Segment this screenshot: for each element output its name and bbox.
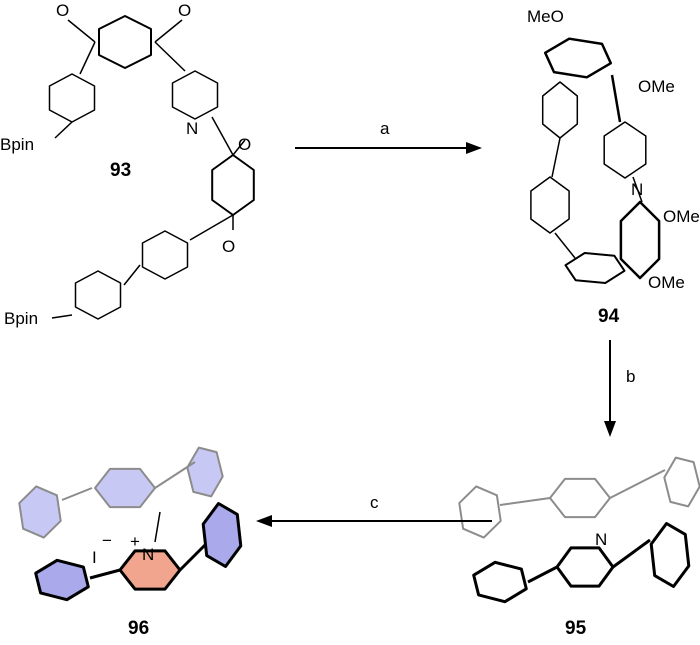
benzene-ring: [472, 560, 528, 604]
bond: [51, 314, 73, 319]
compound-96-label: 96: [128, 618, 149, 639]
bond: [178, 543, 207, 572]
benzene-ring: [201, 502, 243, 568]
arrow-a: [295, 142, 482, 154]
bpin-label: Bpin: [4, 309, 38, 328]
bond: [232, 139, 246, 156]
benzene-ring: [34, 558, 90, 602]
bond: [54, 121, 73, 139]
oxygen-label: O: [56, 1, 69, 20]
step-b-label: b: [626, 367, 635, 386]
bond: [632, 176, 643, 203]
nitrogen-label: N: [595, 530, 607, 549]
pyridine-ring: [171, 70, 219, 120]
benzene-ring: [186, 446, 224, 498]
bond: [89, 568, 121, 580]
arrow-c: [256, 515, 492, 527]
bond: [123, 264, 141, 286]
benzene-ring: [141, 230, 189, 280]
benzene-ring: [663, 456, 700, 508]
plus-charge: +: [130, 532, 140, 551]
benzene-ring: [94, 467, 156, 509]
bond: [499, 497, 551, 506]
bond: [154, 511, 161, 543]
bond: [527, 565, 558, 584]
compound-94-label: 94: [598, 306, 620, 327]
dimethoxy-ring: [619, 200, 661, 280]
cyclohexadiene-ring: [98, 15, 152, 69]
bond: [189, 214, 234, 241]
bond: [61, 487, 93, 501]
benzene-ring: [48, 73, 96, 123]
bond: [67, 19, 96, 43]
benzene-ring: [541, 81, 579, 139]
oxygen-label: O: [222, 237, 235, 256]
benzene-ring: [530, 176, 570, 234]
benzene-ring: [564, 252, 626, 284]
pyridine-ring: [603, 121, 647, 179]
step-a-label: a: [380, 119, 390, 138]
nitrogen-label: N: [186, 119, 198, 138]
bond: [154, 19, 183, 43]
pyridine-ring: [555, 546, 615, 588]
methoxy-label: MeO: [527, 7, 564, 26]
methoxy-label: OMe: [648, 273, 685, 292]
benzene-ring: [649, 522, 691, 588]
bond: [154, 41, 186, 72]
bond: [610, 74, 622, 123]
nitrogen-label: N: [142, 545, 154, 564]
oxygen-label: O: [238, 135, 251, 154]
bond: [551, 137, 561, 178]
bond: [554, 232, 576, 259]
compound-95-label: 95: [565, 618, 587, 639]
methoxy-label: OMe: [638, 77, 675, 96]
cyclohexadiene-ring: [211, 154, 255, 216]
bond: [609, 469, 666, 499]
nitrogen-label: N: [631, 180, 643, 199]
bond: [612, 538, 651, 569]
ring-group: [18, 15, 700, 604]
minus-charge: −: [102, 531, 112, 550]
compound-93-label: 93: [110, 160, 131, 181]
methoxy-label: OMe: [663, 207, 700, 226]
iodide-label: I: [92, 548, 97, 567]
bond-group: [51, 19, 666, 584]
benzene-ring: [549, 477, 611, 519]
benzene-ring: [74, 270, 122, 320]
oxygen-label: O: [178, 1, 191, 20]
bond: [79, 41, 96, 75]
benzene-ring: [18, 485, 62, 539]
step-c-label: c: [370, 493, 379, 512]
benzene-ring: [458, 485, 502, 539]
dimethoxy-ring: [543, 37, 613, 79]
arrow-b: [604, 340, 616, 437]
bpin-label: Bpin: [0, 135, 34, 154]
bond: [211, 116, 234, 156]
bond: [154, 461, 196, 489]
